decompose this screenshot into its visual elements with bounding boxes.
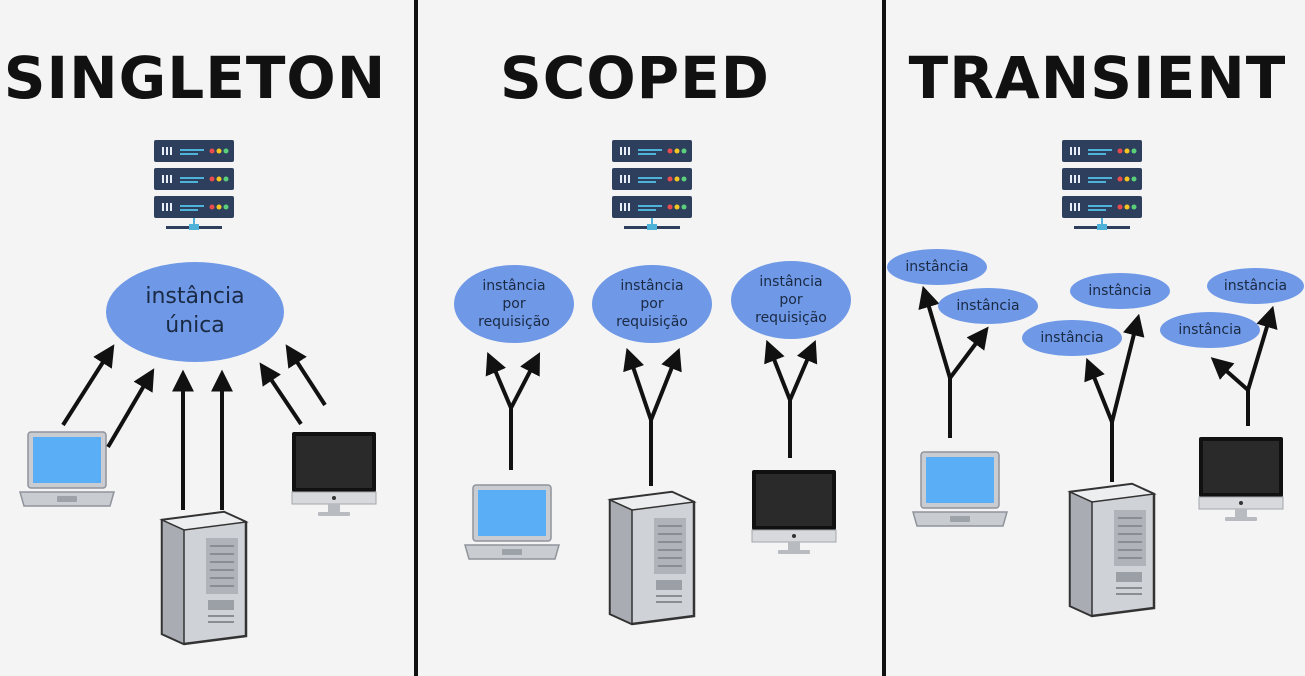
laptop-icon xyxy=(912,451,1008,527)
instance-label: instância xyxy=(759,273,823,290)
instance-label: única xyxy=(165,313,225,338)
instance-label: instância xyxy=(1178,321,1242,338)
instance-ellipse-transient: instância xyxy=(1207,268,1304,304)
section-divider-left xyxy=(414,0,418,676)
desktop-tower-icon xyxy=(1068,482,1156,618)
instance-label: requisição xyxy=(755,310,827,327)
desktop-tower-icon xyxy=(608,490,696,626)
imac-monitor-icon xyxy=(751,469,837,555)
instance-ellipse-transient: instância xyxy=(1160,312,1260,348)
instance-label: instância xyxy=(905,258,969,275)
instance-label: por xyxy=(779,291,803,308)
instance-ellipse-scoped: instância por requisição xyxy=(454,265,574,343)
instance-label: instância xyxy=(956,297,1020,314)
instance-label: requisição xyxy=(616,314,688,331)
instance-label: instância xyxy=(1223,277,1288,294)
request-arrows-transient xyxy=(918,285,1278,482)
imac-monitor-icon xyxy=(1198,436,1284,522)
section-divider-right xyxy=(882,0,886,676)
instance-label: instância xyxy=(620,277,684,294)
laptop-icon xyxy=(19,431,115,507)
instance-ellipse-scoped: instância por requisição xyxy=(592,265,712,343)
instance-label: instância xyxy=(145,284,245,310)
server-rack-icon xyxy=(612,140,692,230)
imac-monitor-icon xyxy=(291,431,377,517)
instance-ellipse-singleton: instância única xyxy=(106,262,284,362)
instance-label: instância xyxy=(482,277,546,294)
laptop-icon xyxy=(464,484,560,560)
server-rack-icon xyxy=(1062,140,1142,230)
section-title-singleton: SINGLETON xyxy=(3,44,387,112)
instance-ellipse-scoped: instância por requisição xyxy=(731,261,851,339)
instance-ellipse-transient: instância xyxy=(1022,320,1122,356)
instance-label: instância xyxy=(1040,329,1104,346)
instance-ellipse-transient: instância xyxy=(887,249,987,285)
instance-label: requisição xyxy=(478,314,550,331)
instance-label: por xyxy=(640,295,664,312)
section-title-scoped: SCOPED xyxy=(500,44,770,112)
desktop-tower-icon xyxy=(160,510,248,646)
instance-ellipse-transient: instância xyxy=(938,288,1038,324)
request-arrows-singleton xyxy=(61,344,327,510)
section-title-transient: TRANSIENT xyxy=(908,44,1287,112)
instance-label: instância xyxy=(1088,282,1152,299)
server-rack-icon xyxy=(154,140,234,230)
instance-label: por xyxy=(502,295,526,312)
instance-ellipse-transient: instância xyxy=(1070,273,1170,309)
request-arrows-scoped xyxy=(485,339,818,486)
